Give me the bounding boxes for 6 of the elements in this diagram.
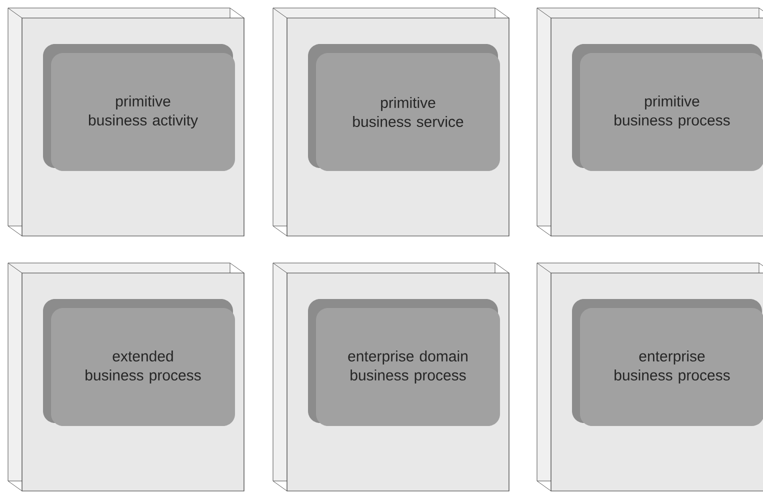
process-box: primitive business activity [43,44,235,171]
process-box: primitive business process [572,44,763,171]
process-box: enterprise domain business process [308,299,500,426]
process-box: enterprise business process [572,299,763,426]
process-box: primitive business service [308,44,500,171]
process-box: extended business process [43,299,235,426]
